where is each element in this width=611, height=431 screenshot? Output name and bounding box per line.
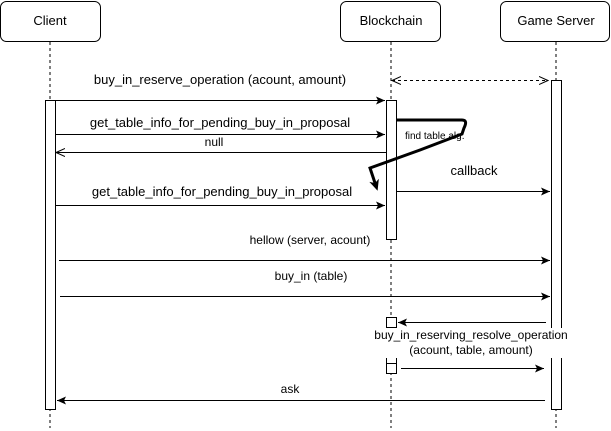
blockchain-actor: Blockchain bbox=[340, 1, 441, 42]
message-get-table-info-1-label: get_table_info_for_pending_buy_in_propos… bbox=[90, 115, 350, 130]
client-actor-label: Client bbox=[33, 13, 67, 28]
message-get-table-info-2: get_table_info_for_pending_buy_in_propos… bbox=[55, 184, 385, 210]
client-activation bbox=[45, 100, 56, 410]
message-null-reply-label: null bbox=[205, 135, 224, 149]
message-get-table-info-2-label: get_table_info_for_pending_buy_in_propos… bbox=[92, 184, 352, 199]
game-server-actor: Game Server bbox=[500, 1, 610, 42]
game-server-actor-label: Game Server bbox=[517, 13, 595, 28]
message-resolve-label-line2: (acount, table, amount) bbox=[409, 343, 532, 357]
note-find-table: find table alg. bbox=[368, 118, 468, 191]
message-resolve-label-line1: buy_in_reserving_resolve_operation bbox=[374, 328, 567, 342]
message-hellow: hellow (server, acount) bbox=[59, 233, 550, 265]
message-resolve: buy_in_reserving_resolve_operation (acou… bbox=[368, 318, 574, 373]
blockchain-activation-1 bbox=[386, 100, 397, 240]
message-callback-label: callback bbox=[451, 163, 498, 178]
note-find-table-label: find table alg. bbox=[405, 131, 465, 142]
message-ask-label: ask bbox=[281, 382, 301, 396]
message-callback: callback bbox=[396, 163, 550, 196]
game-server-activation bbox=[551, 80, 562, 410]
blockchain-actor-label: Blockchain bbox=[360, 13, 423, 28]
message-buy-in-reserve: buy_in_reserve_operation (acount, amount… bbox=[55, 72, 548, 105]
message-buy-in-reserve-label: buy_in_reserve_operation (acount, amount… bbox=[94, 72, 346, 87]
message-buy-in: buy_in (table) bbox=[60, 269, 550, 301]
message-get-table-info-1: get_table_info_for_pending_buy_in_propos… bbox=[55, 115, 385, 139]
message-null-reply: null bbox=[56, 135, 386, 153]
message-buy-in-label: buy_in (table) bbox=[275, 269, 348, 283]
client-actor: Client bbox=[0, 1, 101, 42]
message-ask: ask bbox=[57, 382, 545, 405]
message-hellow-label: hellow (server, acount) bbox=[250, 233, 371, 247]
